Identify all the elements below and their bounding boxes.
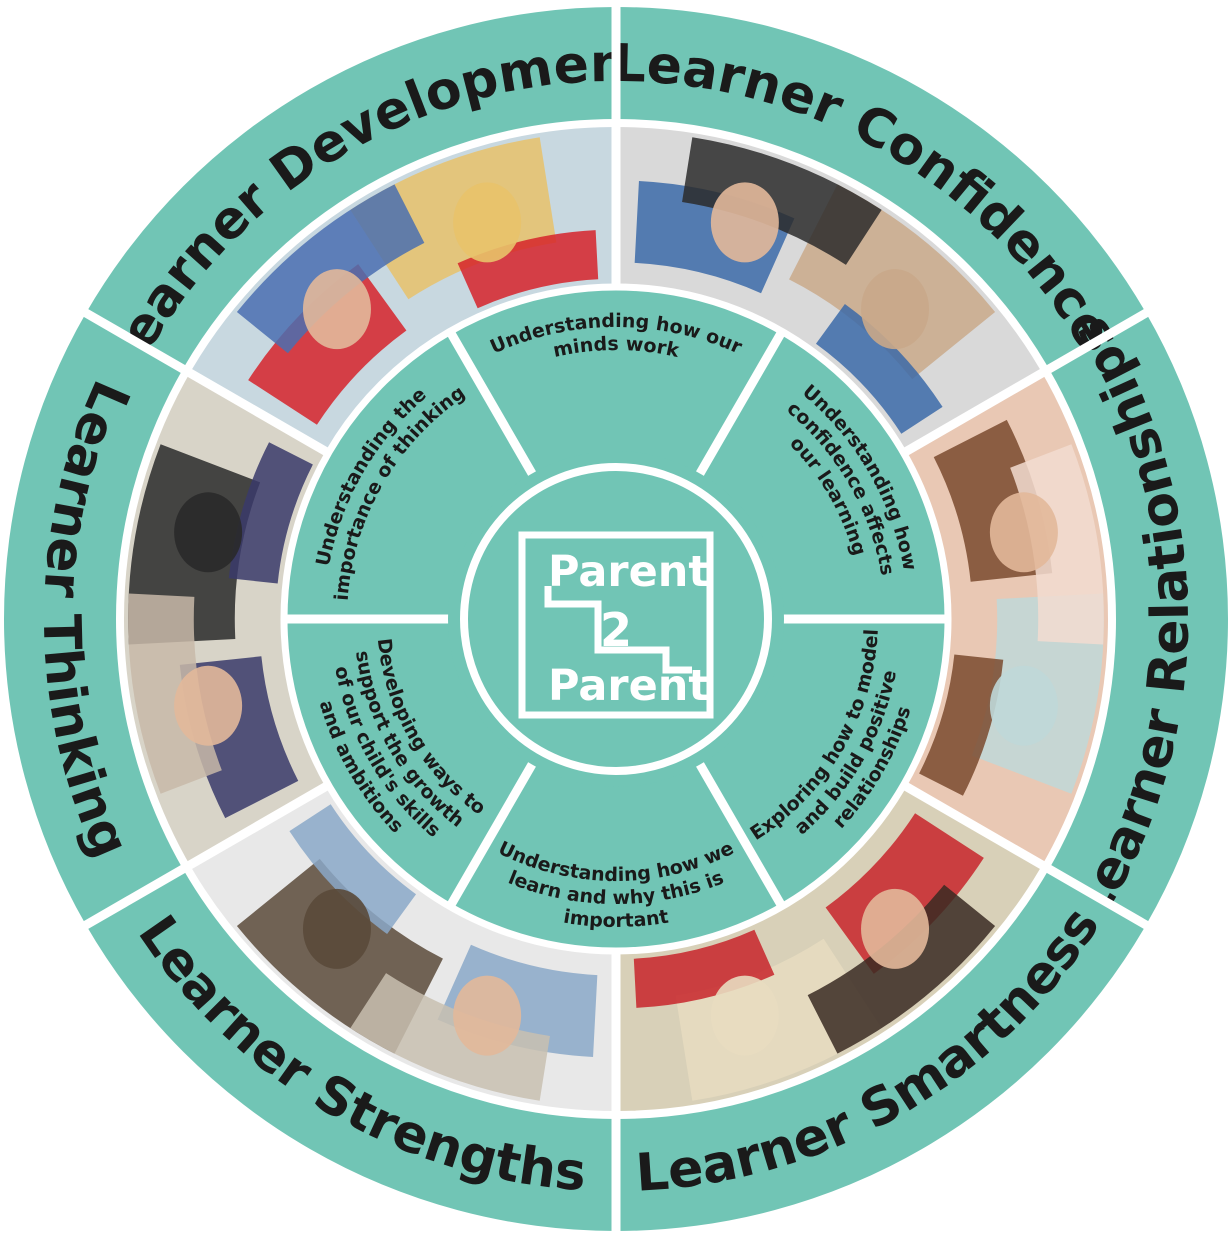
photo-detail bbox=[919, 654, 1004, 796]
photo-detail bbox=[682, 137, 882, 265]
photo-figure bbox=[302, 269, 371, 350]
pupils-in-workshop-photo bbox=[120, 371, 329, 867]
photo-inner-edge bbox=[280, 283, 952, 955]
photo-detail bbox=[815, 303, 943, 434]
photo-figure bbox=[710, 975, 779, 1056]
outer-divider bbox=[899, 780, 1152, 931]
outer-segment-learner-confidence bbox=[616, 7, 1147, 371]
logo-text-bottom: Parent bbox=[548, 661, 709, 711]
photo-figure bbox=[861, 888, 930, 969]
logo-path-line bbox=[544, 586, 692, 674]
outer-divider bbox=[899, 307, 1152, 458]
segment-dividers bbox=[80, 3, 1152, 1235]
photo-figure bbox=[302, 888, 371, 969]
logo-text-top: Parent bbox=[548, 547, 709, 597]
photo-figure bbox=[453, 975, 522, 1056]
outer-segment-learner-strengths bbox=[85, 867, 617, 1231]
inner-divider bbox=[446, 329, 540, 483]
photo-figure bbox=[861, 269, 930, 350]
center-hub: Parent 2 Parent bbox=[448, 451, 784, 787]
inner-segment-learner-development bbox=[450, 287, 782, 481]
photo-figure bbox=[989, 492, 1058, 573]
outer-divider bbox=[80, 780, 333, 931]
photo-figure bbox=[710, 182, 779, 263]
inner-divider bbox=[446, 755, 540, 909]
photo-figure bbox=[453, 182, 522, 263]
photo-detail bbox=[289, 804, 417, 935]
photo-detail bbox=[236, 184, 425, 354]
outer-segment-learner-development bbox=[85, 7, 617, 371]
smiling-pupils-photo bbox=[616, 785, 1046, 1115]
inner-divider bbox=[692, 755, 786, 909]
logo-frame bbox=[518, 531, 714, 719]
hub-ring bbox=[460, 463, 772, 775]
outer-segment-learner-smartness bbox=[616, 867, 1147, 1231]
mother-and-daughter-photo bbox=[903, 371, 1112, 867]
parents-at-table-photo bbox=[186, 785, 616, 1115]
outer-divider bbox=[80, 307, 333, 458]
logo-number: 2 bbox=[600, 603, 632, 657]
photo-detail bbox=[228, 442, 313, 584]
inner-divider bbox=[692, 329, 786, 483]
photo-detail bbox=[807, 884, 996, 1054]
photo-figure bbox=[989, 665, 1058, 746]
photo-figure bbox=[174, 492, 243, 573]
photo-outer-edge bbox=[116, 119, 1116, 1119]
child-with-colored-pegboard-photo bbox=[186, 123, 616, 453]
photo-figure bbox=[174, 665, 243, 746]
teacher-helping-pupil-photo bbox=[616, 123, 1046, 453]
photo-ring bbox=[120, 123, 1112, 1115]
inner-segment-learner-smartness bbox=[450, 757, 782, 951]
parent2parent-logo: Parent 2 Parent bbox=[518, 531, 714, 719]
photo-detail bbox=[350, 973, 550, 1101]
